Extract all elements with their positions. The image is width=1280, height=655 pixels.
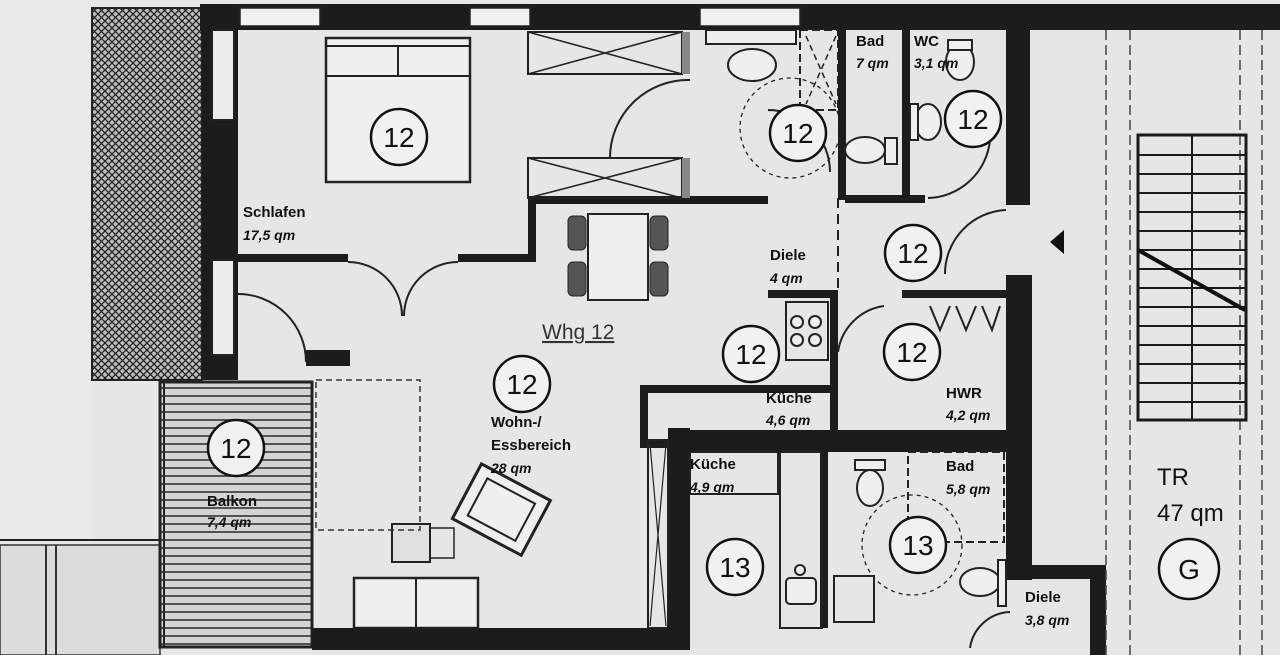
rug-outline	[315, 379, 421, 531]
svg-text:12: 12	[897, 238, 928, 269]
svg-text:12: 12	[220, 433, 251, 464]
room-area-diele13: 3,8 qm	[1025, 612, 1069, 628]
room-badge-diele: 12	[883, 223, 943, 283]
room-name-wc: WC	[914, 33, 939, 50]
windows	[239, 7, 801, 27]
room-name-hwr: HWR	[946, 385, 982, 402]
dining-table	[567, 213, 669, 301]
wardrobe-bottom	[527, 32, 690, 199]
room-name-bad: Bad	[856, 33, 884, 50]
room-badge-wc: 12	[943, 89, 1003, 149]
svg-text:G: G	[1178, 554, 1200, 585]
room-area-wohnen: 28 qm	[490, 460, 531, 476]
svg-text:13: 13	[902, 530, 933, 561]
armchair	[450, 461, 553, 558]
walls	[200, 4, 1280, 655]
room-area-diele: 4 qm	[769, 270, 803, 286]
room-name-kueche13: Küche	[690, 456, 736, 473]
room-area-bad13: 5,8 qm	[946, 481, 990, 497]
room-badge-schlafen: 12	[369, 107, 429, 167]
left-exterior	[0, 0, 161, 655]
svg-text:12: 12	[506, 369, 537, 400]
room-name-schlafen: Schlafen	[243, 204, 306, 221]
room-area-hwr: 4,2 qm	[945, 407, 990, 423]
room-badge-bad: 12	[768, 103, 828, 163]
room-area-schlafen: 17,5 qm	[243, 227, 295, 243]
room-name-diele13: Diele	[1025, 589, 1061, 606]
room-area-kueche13: 4,9 qm	[689, 479, 734, 495]
room-area-kueche: 4,6 qm	[765, 412, 810, 428]
room-name-wohnen-1: Wohn-/	[491, 414, 542, 431]
room-badge-bad13: 13	[888, 515, 948, 575]
svg-text:12: 12	[383, 122, 414, 153]
door-swings	[237, 77, 1011, 649]
svg-text:12: 12	[782, 118, 813, 149]
apartment-label: Whg 12	[542, 321, 614, 344]
bathroom-fixtures	[647, 29, 1007, 629]
room-name-bad13: Bad	[946, 458, 974, 475]
hatched-roof-strip	[91, 7, 203, 381]
svg-text:13: 13	[719, 552, 750, 583]
room-badge-hwr: 12	[882, 322, 942, 382]
room-area-balkon: 7,4 qm	[207, 514, 251, 530]
stair-treads	[1136, 133, 1248, 422]
svg-text:12: 12	[735, 339, 766, 370]
room-name-wohnen-2: Essbereich	[491, 437, 571, 454]
room-badge-balkon: 12	[206, 418, 266, 478]
room-name-diele: Diele	[770, 247, 806, 264]
room-name-tr: TR	[1157, 464, 1189, 491]
room-name-kueche: Küche	[766, 390, 812, 407]
coat-hooks	[929, 305, 1001, 333]
room-area-bad: 7 qm	[856, 55, 889, 71]
svg-text:12: 12	[957, 104, 988, 135]
room-area-wc: 3,1 qm	[914, 55, 958, 71]
room-badge-stair: G	[1157, 537, 1221, 601]
room-badge-kueche13: 13	[705, 537, 765, 597]
svg-text:12: 12	[896, 337, 927, 368]
sofa	[352, 576, 480, 630]
room-badge-kueche: 12	[721, 324, 781, 384]
room-name-balkon: Balkon	[207, 493, 257, 510]
room-badge-wohnen: 12	[492, 354, 552, 414]
entrance-arrow-icon	[1050, 230, 1064, 254]
room-area-tr: 47 qm	[1157, 500, 1224, 527]
